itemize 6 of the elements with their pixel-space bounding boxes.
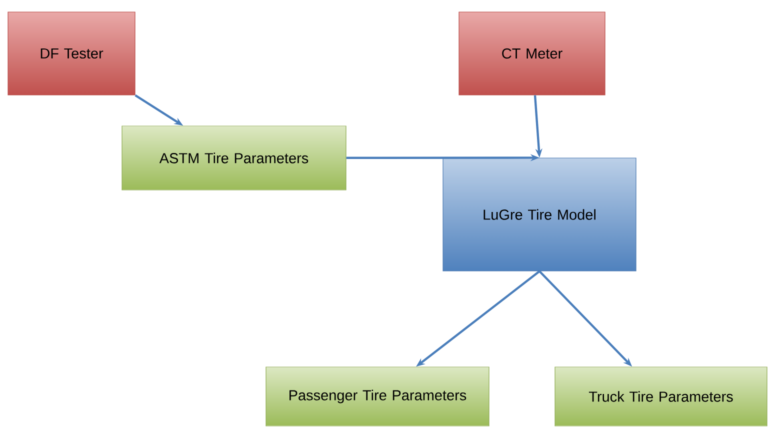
process-box: ASTM Tire Parameters (122, 126, 346, 190)
process-box: DF Tester (8, 12, 136, 96)
process-box: Passenger Tire Parameters (266, 366, 490, 426)
process-box: LuGre Tire Model (442, 158, 636, 272)
process-box: Truck Tire Parameters (554, 366, 768, 426)
process-box: CT Meter (458, 12, 606, 96)
